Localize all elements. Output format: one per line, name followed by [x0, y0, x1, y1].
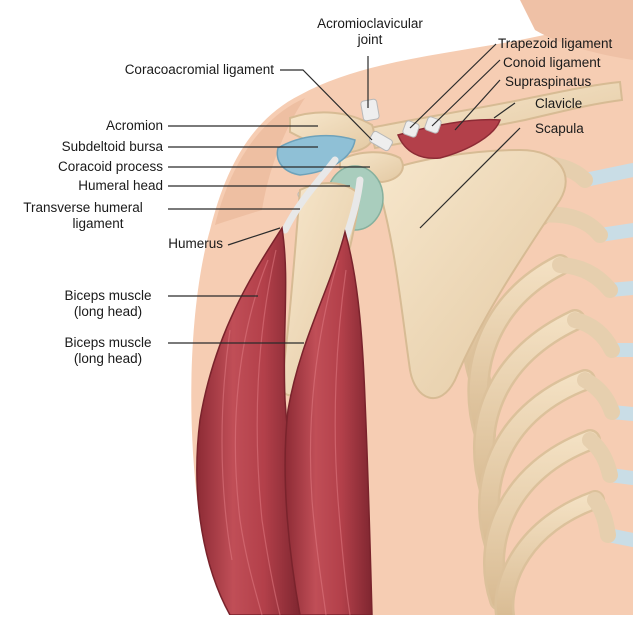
label-subdeltoid-bursa: Subdeltoid bursa [20, 139, 163, 155]
label-transverse-humeral-ligament-line1: Transverse humeral [4, 200, 162, 216]
label-conoid-ligament: Conoid ligament [503, 55, 601, 71]
label-biceps-long-head-1-line1: Biceps muscle [50, 288, 166, 304]
label-biceps-long-head-1-line2: (long head) [50, 304, 166, 320]
label-biceps-long-head-2: Biceps muscle (long head) [50, 335, 166, 367]
label-acromioclavicular-joint: Acromioclavicular joint [300, 16, 440, 48]
label-supraspinatus: Supraspinatus [505, 74, 591, 90]
label-humerus: Humerus [60, 236, 223, 252]
label-biceps-long-head-2-line1: Biceps muscle [50, 335, 166, 351]
label-humeral-head: Humeral head [20, 178, 163, 194]
label-acromioclavicular-joint-line1: Acromioclavicular [300, 16, 440, 32]
label-coracoacromial-ligament: Coracoacromial ligament [60, 62, 274, 78]
label-coracoid-process: Coracoid process [20, 159, 163, 175]
label-scapula: Scapula [535, 121, 584, 137]
label-transverse-humeral-ligament: Transverse humeral ligament [4, 200, 162, 232]
label-biceps-long-head-1: Biceps muscle (long head) [50, 288, 166, 320]
label-biceps-long-head-2-line2: (long head) [50, 351, 166, 367]
label-transverse-humeral-ligament-line2: ligament [4, 216, 162, 232]
label-acromioclavicular-joint-line2: joint [300, 32, 440, 48]
label-clavicle: Clavicle [535, 96, 582, 112]
label-trapezoid-ligament: Trapezoid ligament [498, 36, 612, 52]
label-acromion: Acromion [20, 118, 163, 134]
